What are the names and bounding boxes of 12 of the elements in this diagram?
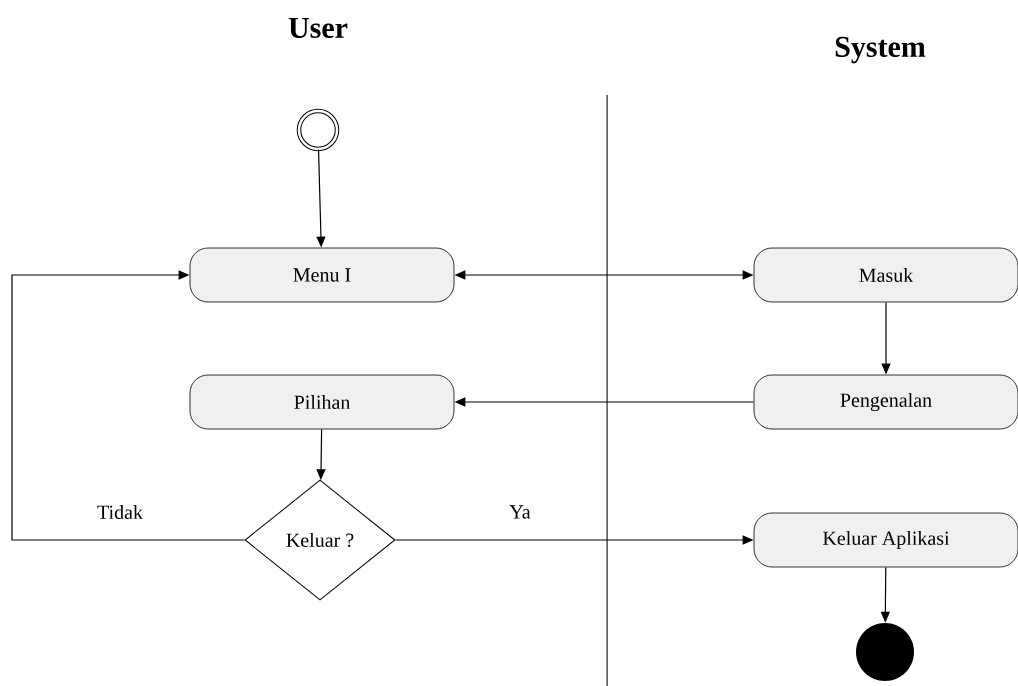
lane-heading: System [835, 36, 926, 64]
final-node [856, 623, 914, 681]
arrow [11, 270, 246, 541]
activity-box: Pilihan [189, 374, 455, 430]
activity-box: Keluar Aplikasi [753, 512, 1018, 568]
activity-box: Pengenalan [753, 374, 1018, 430]
initial-node [296, 108, 340, 152]
edge-label: Ya [507, 503, 533, 521]
edge-label: Tidak [95, 502, 145, 522]
lane-heading: User [288, 18, 348, 38]
activity-box: Menu I [189, 247, 455, 303]
activity-box: Masuk [753, 247, 1018, 303]
